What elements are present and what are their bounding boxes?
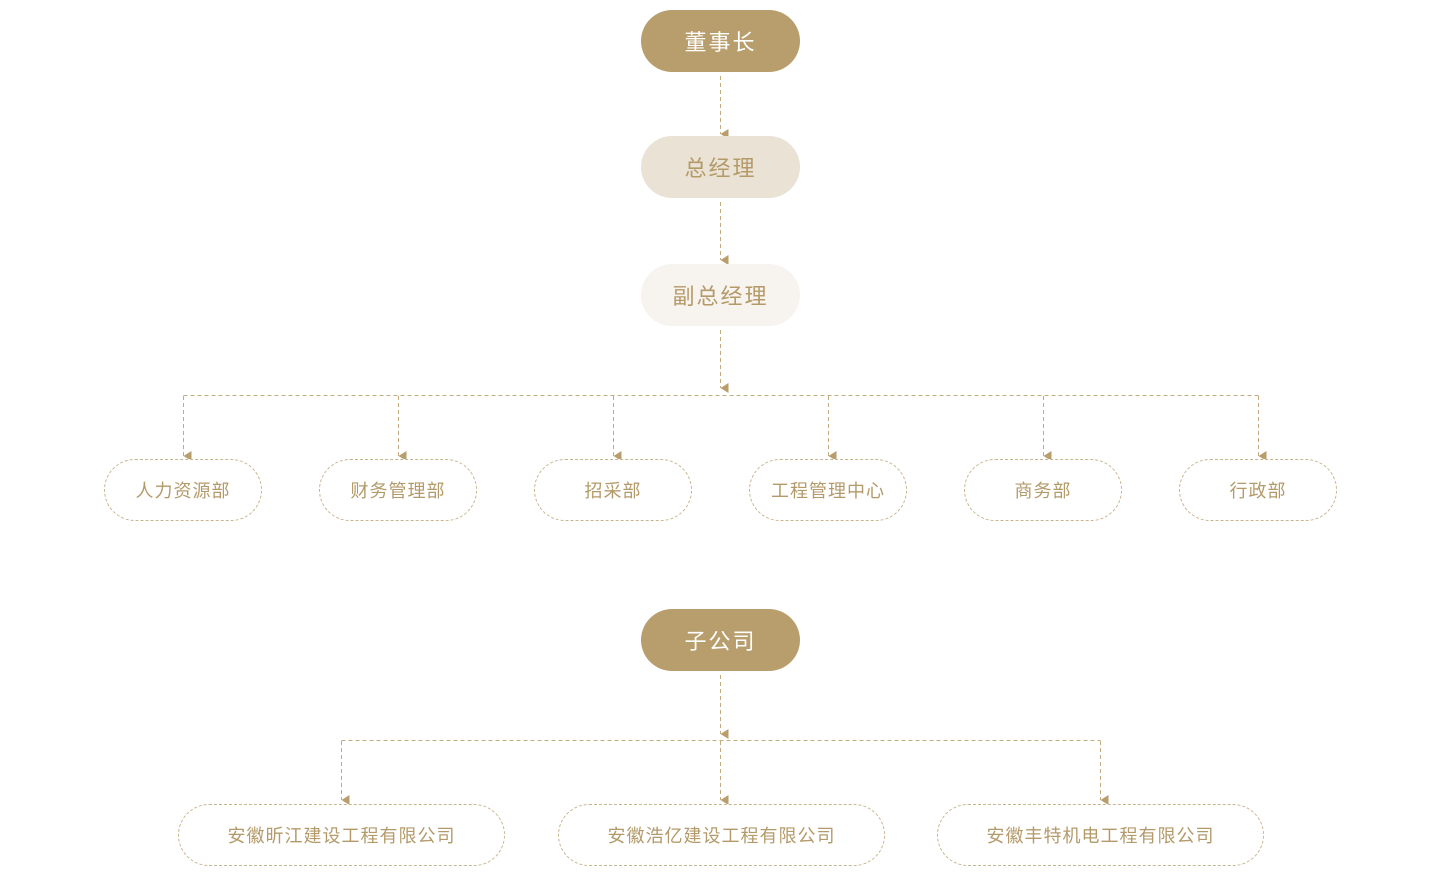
node-dept-label: 行政部 bbox=[1229, 481, 1287, 502]
node-dept-label: 人力资源部 bbox=[135, 481, 231, 502]
node-subsidiary-label: 安徽昕江建设工程有限公司 bbox=[227, 826, 456, 847]
node-general-manager: 总经理 bbox=[641, 136, 800, 198]
node-subsidiary-root-label: 子公司 bbox=[684, 630, 757, 655]
node-subsidiary-label: 安徽浩亿建设工程有限公司 bbox=[607, 826, 836, 847]
node-deputy-general-manager: 副总经理 bbox=[641, 264, 800, 326]
node-dept-label: 工程管理中心 bbox=[771, 481, 885, 502]
node-subsidiary-label: 安徽丰特机电工程有限公司 bbox=[986, 826, 1215, 847]
node-dept-finance: 财务管理部 bbox=[319, 459, 477, 521]
node-dept-hr: 人力资源部 bbox=[104, 459, 262, 521]
node-chairman: 董事长 bbox=[641, 10, 800, 72]
node-dept-label: 商务部 bbox=[1014, 481, 1072, 502]
node-subsidiary-root: 子公司 bbox=[641, 609, 800, 671]
node-subsidiary-xinjiang: 安徽昕江建设工程有限公司 bbox=[178, 804, 505, 866]
node-deputy-general-manager-label: 副总经理 bbox=[672, 285, 769, 310]
node-dept-commerce: 商务部 bbox=[964, 459, 1122, 521]
node-subsidiary-haoyi: 安徽浩亿建设工程有限公司 bbox=[558, 804, 885, 866]
node-dept-admin: 行政部 bbox=[1179, 459, 1337, 521]
node-dept-label: 财务管理部 bbox=[350, 481, 446, 502]
node-general-manager-label: 总经理 bbox=[684, 157, 757, 182]
node-chairman-label: 董事长 bbox=[684, 31, 757, 56]
node-dept-label: 招采部 bbox=[584, 481, 642, 502]
node-dept-engineering: 工程管理中心 bbox=[749, 459, 907, 521]
node-subsidiary-fengte: 安徽丰特机电工程有限公司 bbox=[937, 804, 1264, 866]
node-dept-procurement: 招采部 bbox=[534, 459, 692, 521]
